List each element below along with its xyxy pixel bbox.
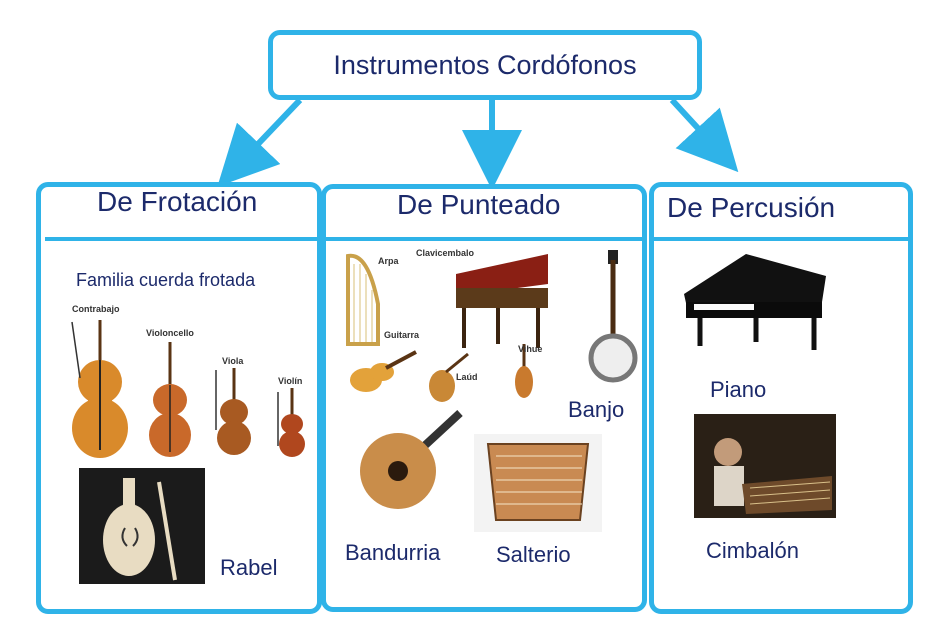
banjo-icon xyxy=(588,250,638,383)
lute-icon xyxy=(429,352,469,402)
vihuela-icon xyxy=(515,344,533,398)
plucked-instruments-collage: Arpa Clavicembalo Guitarra Laúd Vihue xyxy=(346,248,548,402)
rabel-photo xyxy=(79,468,205,584)
heading-punteado: De Punteado xyxy=(397,189,561,220)
contrabass-icon xyxy=(71,320,128,458)
item-cimbalon: Cimbalón xyxy=(706,538,799,563)
family-member-viola: Viola xyxy=(222,356,244,366)
family-label: Familia cuerda frotada xyxy=(76,270,256,290)
family-member-violoncello: Violoncello xyxy=(146,328,194,338)
cello-icon xyxy=(149,342,191,457)
heading-percusion: De Percusión xyxy=(667,192,836,223)
family-member-violin: Violín xyxy=(278,376,302,386)
family-member-contrabajo: Contrabajo xyxy=(72,304,120,314)
mini-label-clavicembalo: Clavicembalo xyxy=(416,248,475,258)
arrow-left xyxy=(217,97,303,187)
column-punteado xyxy=(321,184,647,612)
harp-icon xyxy=(346,253,380,346)
viola-icon xyxy=(215,368,251,455)
divider-punteado xyxy=(326,237,642,241)
divider-frotacion xyxy=(45,237,317,241)
item-bandurria: Bandurria xyxy=(345,540,441,565)
cimbalon-photo xyxy=(694,414,836,518)
item-piano: Piano xyxy=(710,377,767,402)
mini-label-laud: Laúd xyxy=(456,372,478,382)
salterio-photo xyxy=(474,434,602,532)
arrow-right xyxy=(669,97,739,173)
bandurria-icon xyxy=(360,410,463,509)
item-rabel: Rabel xyxy=(220,555,278,580)
heading-frotacion: De Frotación xyxy=(97,186,258,217)
mini-label-vihue: Vihue xyxy=(518,344,542,354)
column-percusion xyxy=(649,182,913,614)
divider-percusion xyxy=(654,237,908,241)
mini-label-guitarra: Guitarra xyxy=(384,330,420,340)
item-banjo: Banjo xyxy=(568,397,625,422)
violin-icon xyxy=(277,388,305,457)
item-salterio: Salterio xyxy=(496,542,571,567)
string-family-illustration: Contrabajo Violoncello Viola Violín xyxy=(71,304,305,458)
piano-icon xyxy=(684,254,826,350)
diagram-title: Instrumentos Cordófonos xyxy=(333,49,637,80)
harpsichord-icon xyxy=(456,254,548,348)
root-node: Instrumentos Cordófonos xyxy=(268,30,702,100)
guitar-icon xyxy=(350,350,417,392)
mini-label-arpa: Arpa xyxy=(378,256,399,266)
